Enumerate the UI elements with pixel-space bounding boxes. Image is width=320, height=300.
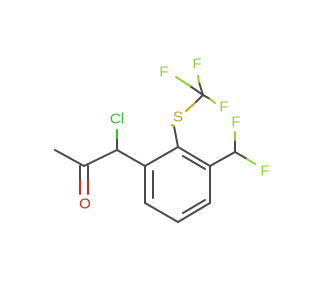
fluorine-label-cf3-top-right: F — [192, 56, 201, 73]
chlorine-label: Cl — [110, 111, 124, 128]
ring-bond — [177, 202, 211, 223]
fluorine-label-cf3-top-left: F — [159, 64, 168, 81]
ring-bond — [177, 146, 211, 167]
cf3-bond-top-right — [198, 81, 204, 96]
difluoromethyl-group: F F — [209, 114, 270, 180]
chf2-bond-right-f — [246, 158, 256, 165]
ring-bond-inner — [182, 155, 206, 170]
c-s-bond — [173, 125, 179, 148]
c-s-bond-colored — [171, 124, 175, 127]
cf3-bond-top-left-f — [175, 76, 191, 87]
fluorine-label-chf2-top: F — [231, 114, 240, 131]
fluorine-label-chf2-right: F — [260, 163, 269, 180]
ring-bond — [144, 146, 179, 167]
molecule-canvas: S F F F F F Cl O — [54, 55, 270, 223]
cf3-bond-top-right-f — [197, 75, 200, 83]
cf3-bond-bottom-f — [209, 98, 216, 104]
ring-bond-inner — [182, 199, 206, 214]
cf3-bond-bottom — [202, 94, 211, 100]
benzene-ring — [144, 146, 211, 223]
oxygen-label: O — [79, 196, 91, 213]
structure-diagram: S F F F F F Cl O — [54, 56, 270, 223]
s-c-bond — [185, 101, 197, 112]
ring-chf2-bond — [209, 151, 236, 167]
cf3-bond-top-left — [189, 85, 204, 96]
chf2-bond-right — [234, 151, 248, 160]
ring-bond — [144, 202, 179, 223]
fluorine-label-cf3-bottom: F — [219, 99, 228, 116]
sulfur-label: S — [173, 109, 183, 126]
ring-chcl-bond — [116, 149, 146, 167]
chloro-ketone-side-chain: Cl O — [54, 111, 146, 213]
s-c-bond-carbon — [195, 94, 204, 103]
carbonyl-methyl-bond — [54, 149, 85, 167]
chcl-carbonyl-bond — [83, 149, 118, 167]
trifluoromethylthio-group: S F F F — [159, 56, 229, 148]
